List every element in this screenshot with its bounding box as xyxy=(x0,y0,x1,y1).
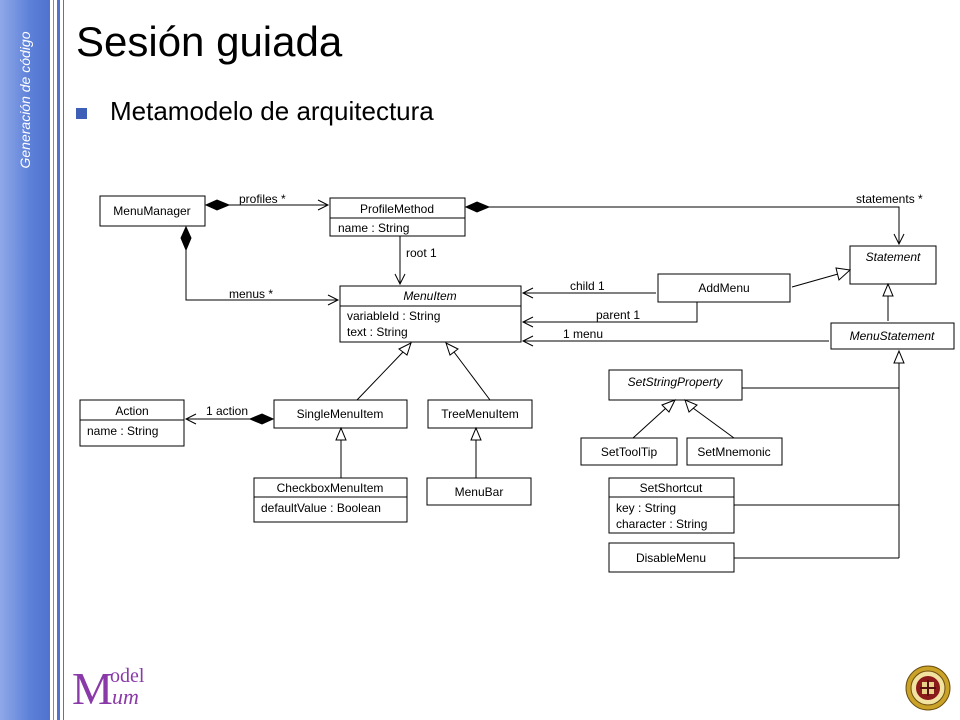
composition-diamonds xyxy=(180,199,491,425)
class-treemenuitem xyxy=(427,399,533,429)
class-settooltip xyxy=(580,437,678,466)
class-attribute: name : String xyxy=(87,424,158,438)
class-disablemenu xyxy=(608,542,735,573)
association-label: profiles * xyxy=(239,192,286,206)
class-attribute: name : String xyxy=(338,221,409,235)
class-attribute: text : String xyxy=(347,325,408,339)
association-label: root 1 xyxy=(406,246,437,260)
sidebar-band xyxy=(0,0,50,720)
class-attribute: variableId : String xyxy=(347,309,440,323)
association-label: 1 action xyxy=(206,404,248,418)
sidebar-divider xyxy=(53,0,54,720)
diamond-statements xyxy=(464,201,491,213)
logo-um: um xyxy=(112,684,139,709)
class-name: MenuStatement xyxy=(850,329,935,343)
university-seal-icon xyxy=(905,665,951,711)
association-label: menus * xyxy=(229,287,273,301)
class-attribute: key : String xyxy=(616,501,676,515)
class-name: MenuItem xyxy=(403,289,456,303)
bullet-square xyxy=(76,108,87,119)
class-menubar xyxy=(426,477,532,506)
class-menumanager xyxy=(99,195,206,227)
association-label: 1 menu xyxy=(563,327,603,341)
class-name: AddMenu xyxy=(698,281,749,295)
class-name: TreeMenuItem xyxy=(441,407,519,421)
class-setmnemonic xyxy=(686,437,783,466)
logo-odel: odel xyxy=(110,665,145,687)
association-label: statements * xyxy=(856,192,923,206)
class-name: SetMnemonic xyxy=(697,445,770,459)
class-name: SetShortcut xyxy=(640,481,703,495)
class-attribute: character : String xyxy=(616,517,707,531)
class-name: SetToolTip xyxy=(601,445,658,459)
bullet-text: Metamodelo de arquitectura xyxy=(110,96,434,126)
association-label: parent 1 xyxy=(596,308,640,322)
diamond-menus xyxy=(180,225,192,252)
class-menuitem xyxy=(339,285,522,343)
class-name: SetStringProperty xyxy=(628,375,724,389)
diamond-profiles xyxy=(204,199,231,211)
class-addmenu xyxy=(657,273,791,303)
class-profilemethod xyxy=(329,197,466,237)
class-attribute: defaultValue : Boolean xyxy=(261,501,381,515)
model-mum-logo: M odel um xyxy=(72,663,145,710)
inheritance-triangles xyxy=(335,267,905,441)
class-name: Statement xyxy=(866,250,921,264)
class-checkboxmenuitem xyxy=(253,477,408,523)
class-name: MenuManager xyxy=(113,204,190,218)
diamond-action xyxy=(248,413,275,425)
connectors xyxy=(184,199,905,559)
class-menustatement xyxy=(830,322,955,350)
class-statement xyxy=(849,245,937,285)
class-name: Action xyxy=(115,404,148,418)
class-name: CheckboxMenuItem xyxy=(277,481,384,495)
class-setshortcut xyxy=(608,477,735,534)
class-name: ProfileMethod xyxy=(360,202,434,216)
sidebar-divider xyxy=(57,0,60,720)
association-label: child 1 xyxy=(570,279,605,293)
logo-m: M xyxy=(72,663,113,710)
sidebar-divider xyxy=(63,0,64,720)
class-name: SingleMenuItem xyxy=(297,407,384,421)
class-action xyxy=(79,399,185,447)
class-name: MenuBar xyxy=(455,485,504,499)
class-name: DisableMenu xyxy=(636,551,706,565)
slide-title: Sesión guiada xyxy=(76,18,343,65)
class-setstringproperty xyxy=(608,369,743,401)
